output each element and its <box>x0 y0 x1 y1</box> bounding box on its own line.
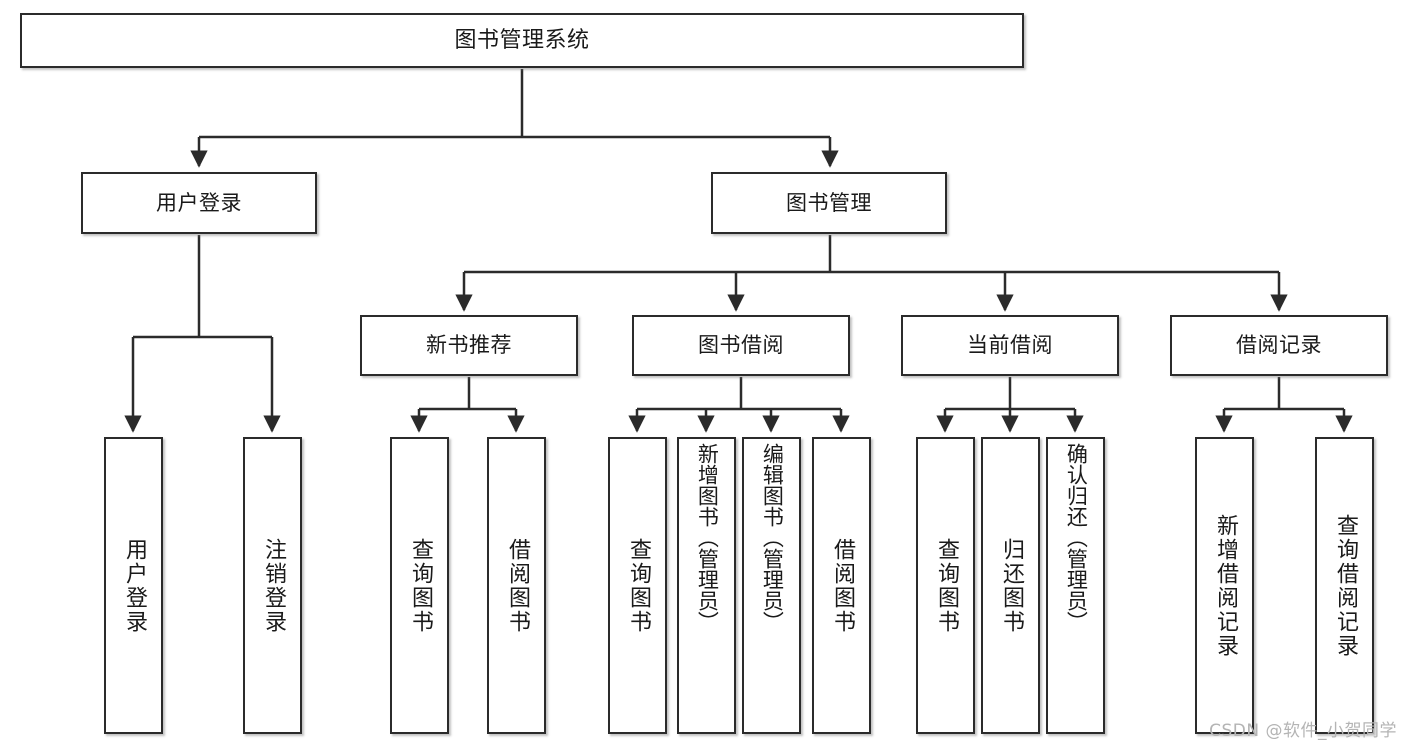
node-book-borrow[interactable]: 图书借阅 <box>632 315 850 376</box>
node-label: 借阅图书 <box>504 537 530 634</box>
node-label: 确认归还（管理员） <box>1064 443 1089 632</box>
node-label: 新增图书（管理员） <box>695 443 720 632</box>
node-label: 图书管理系统 <box>454 27 590 53</box>
leaf-confirm-return-admin[interactable]: 确认归还（管理员） <box>1046 437 1105 734</box>
leaf-user-login[interactable]: 用户登录 <box>104 437 163 734</box>
node-label: 查询图书 <box>625 537 651 634</box>
leaf-user-logout[interactable]: 注销登录 <box>243 437 302 734</box>
node-label: 查询图书 <box>407 537 433 634</box>
node-label: 用户登录 <box>121 537 147 634</box>
node-label: 用户登录 <box>156 190 242 215</box>
node-label: 新增借阅记录 <box>1212 513 1238 658</box>
node-label: 归还图书 <box>998 537 1024 634</box>
node-current-borrow[interactable]: 当前借阅 <box>901 315 1119 376</box>
node-label: 图书管理 <box>786 190 872 215</box>
node-user-login[interactable]: 用户登录 <box>81 172 317 234</box>
leaf-return-book[interactable]: 归还图书 <box>981 437 1040 734</box>
leaf-query-book-current[interactable]: 查询图书 <box>916 437 975 734</box>
leaf-query-book-new-book[interactable]: 查询图书 <box>390 437 449 734</box>
node-book-management[interactable]: 图书管理 <box>711 172 947 234</box>
node-label: 借阅图书 <box>829 537 855 634</box>
node-borrow-record[interactable]: 借阅记录 <box>1170 315 1388 376</box>
node-label: 查询图书 <box>933 537 959 634</box>
leaf-borrow-book-borrow[interactable]: 借阅图书 <box>812 437 871 734</box>
node-label: 注销登录 <box>260 537 286 634</box>
node-root-book-management-system[interactable]: 图书管理系统 <box>20 13 1024 68</box>
leaf-add-book-admin[interactable]: 新增图书（管理员） <box>677 437 736 734</box>
node-label: 借阅记录 <box>1236 333 1322 358</box>
leaf-borrow-book-new-book[interactable]: 借阅图书 <box>487 437 546 734</box>
node-label: 图书借阅 <box>698 333 784 358</box>
leaf-query-borrow-record[interactable]: 查询借阅记录 <box>1315 437 1374 734</box>
watermark-text: CSDN @软件_小贺同学 <box>1209 721 1397 741</box>
node-new-book-recommend[interactable]: 新书推荐 <box>360 315 578 376</box>
node-label: 查询借阅记录 <box>1332 513 1358 658</box>
leaf-edit-book-admin[interactable]: 编辑图书（管理员） <box>742 437 801 734</box>
leaf-query-book-borrow[interactable]: 查询图书 <box>608 437 667 734</box>
leaf-add-borrow-record[interactable]: 新增借阅记录 <box>1195 437 1254 734</box>
node-label: 编辑图书（管理员） <box>760 443 785 632</box>
node-label: 新书推荐 <box>426 333 512 358</box>
node-label: 当前借阅 <box>967 333 1053 358</box>
